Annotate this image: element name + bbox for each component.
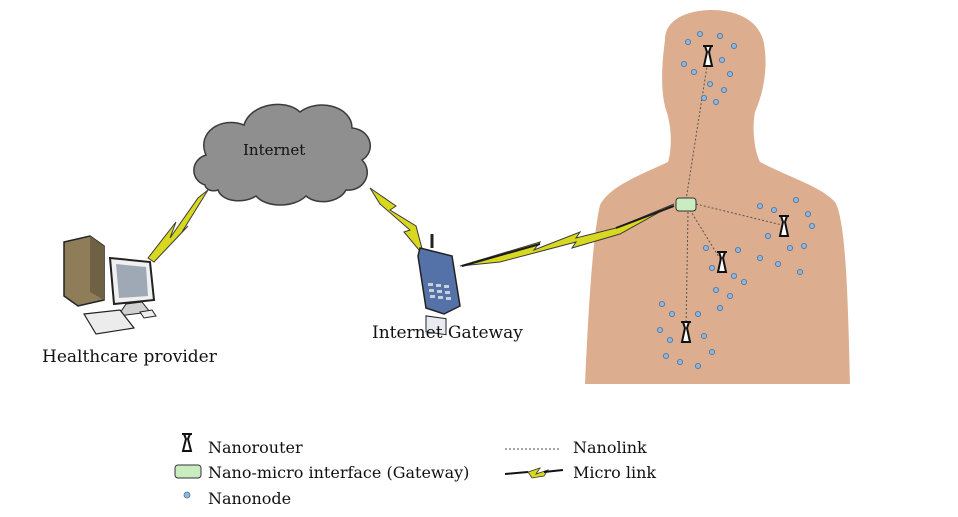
legend-microlink-icon: [504, 467, 564, 479]
legend-symbols: [174, 433, 564, 499]
nanonode: [717, 33, 724, 40]
nanonode: [713, 99, 720, 106]
nanonode: [797, 268, 804, 275]
nanonode: [701, 95, 708, 102]
nanonode: [765, 232, 772, 239]
nanonode: [805, 210, 812, 217]
internet-label: Internet: [243, 141, 306, 159]
nanonode: [757, 202, 764, 209]
nanonode: [695, 362, 702, 369]
nanorouter-shoulder: [778, 215, 790, 237]
nanonode: [701, 332, 708, 339]
nanonode: [667, 336, 674, 343]
nanonode: [771, 206, 778, 213]
nanonode: [721, 87, 728, 94]
mobile-phone-icon: [417, 234, 461, 336]
legend-nanorouter-icon: [181, 433, 193, 452]
nanonode: [713, 286, 720, 293]
nanonode: [697, 30, 704, 37]
healthcare-provider-label: Healthcare provider: [42, 347, 217, 367]
nanonode: [727, 71, 734, 78]
nanonode: [677, 358, 684, 365]
microlink-provider-cloud: [147, 189, 209, 263]
nanolinks: [685, 59, 787, 331]
legend-interface-icon: [174, 464, 202, 479]
nanonode: [757, 254, 764, 261]
nanonode: [695, 310, 702, 317]
nanonode: [801, 242, 808, 249]
nanonode: [809, 222, 816, 229]
nanonode: [681, 61, 688, 68]
nanonode: [685, 39, 692, 46]
internet-cloud: [193, 103, 372, 206]
legend-nanonode-label: Nanonode: [208, 489, 292, 508]
nanonode: [731, 43, 738, 50]
internet-gateway-label: Internet Gateway: [372, 323, 523, 343]
nanorouter-chest: [716, 251, 728, 273]
nanonode: [659, 300, 666, 307]
nanonode: [775, 260, 782, 267]
nanonode: [735, 246, 742, 253]
legend-nanonode-icon: [183, 491, 191, 499]
legend-interface-label: Nano-micro interface (Gateway): [208, 463, 470, 482]
nanonode: [707, 81, 714, 88]
nanonode: [709, 348, 716, 355]
nanonode: [719, 57, 726, 64]
nanonode: [709, 264, 716, 271]
nanonode: [703, 244, 710, 251]
nanorouter-head: [702, 45, 714, 67]
nanonode: [741, 278, 748, 285]
nanorouters: [680, 45, 790, 343]
nanonode: [717, 304, 724, 311]
nanonode: [663, 352, 670, 359]
microlink-cloud-phone: [369, 187, 425, 257]
nanonode: [731, 272, 738, 279]
nano-micro-interface-gateway: [675, 197, 697, 212]
nanonodes: [657, 30, 816, 369]
nanorouter-abdomen: [680, 321, 692, 343]
computer-icon: [63, 235, 157, 335]
legend-microlink-label: Micro link: [573, 463, 657, 482]
legend-nanolink-label: Nanolink: [573, 438, 647, 457]
legend-nanorouter-label: Nanorouter: [208, 438, 303, 457]
nanonode: [787, 244, 794, 251]
nanonode: [727, 292, 734, 299]
human-body: [585, 10, 850, 384]
nanonode: [669, 310, 676, 317]
nanonode: [657, 326, 664, 333]
nanonode: [793, 196, 800, 203]
nanonode: [691, 69, 698, 76]
